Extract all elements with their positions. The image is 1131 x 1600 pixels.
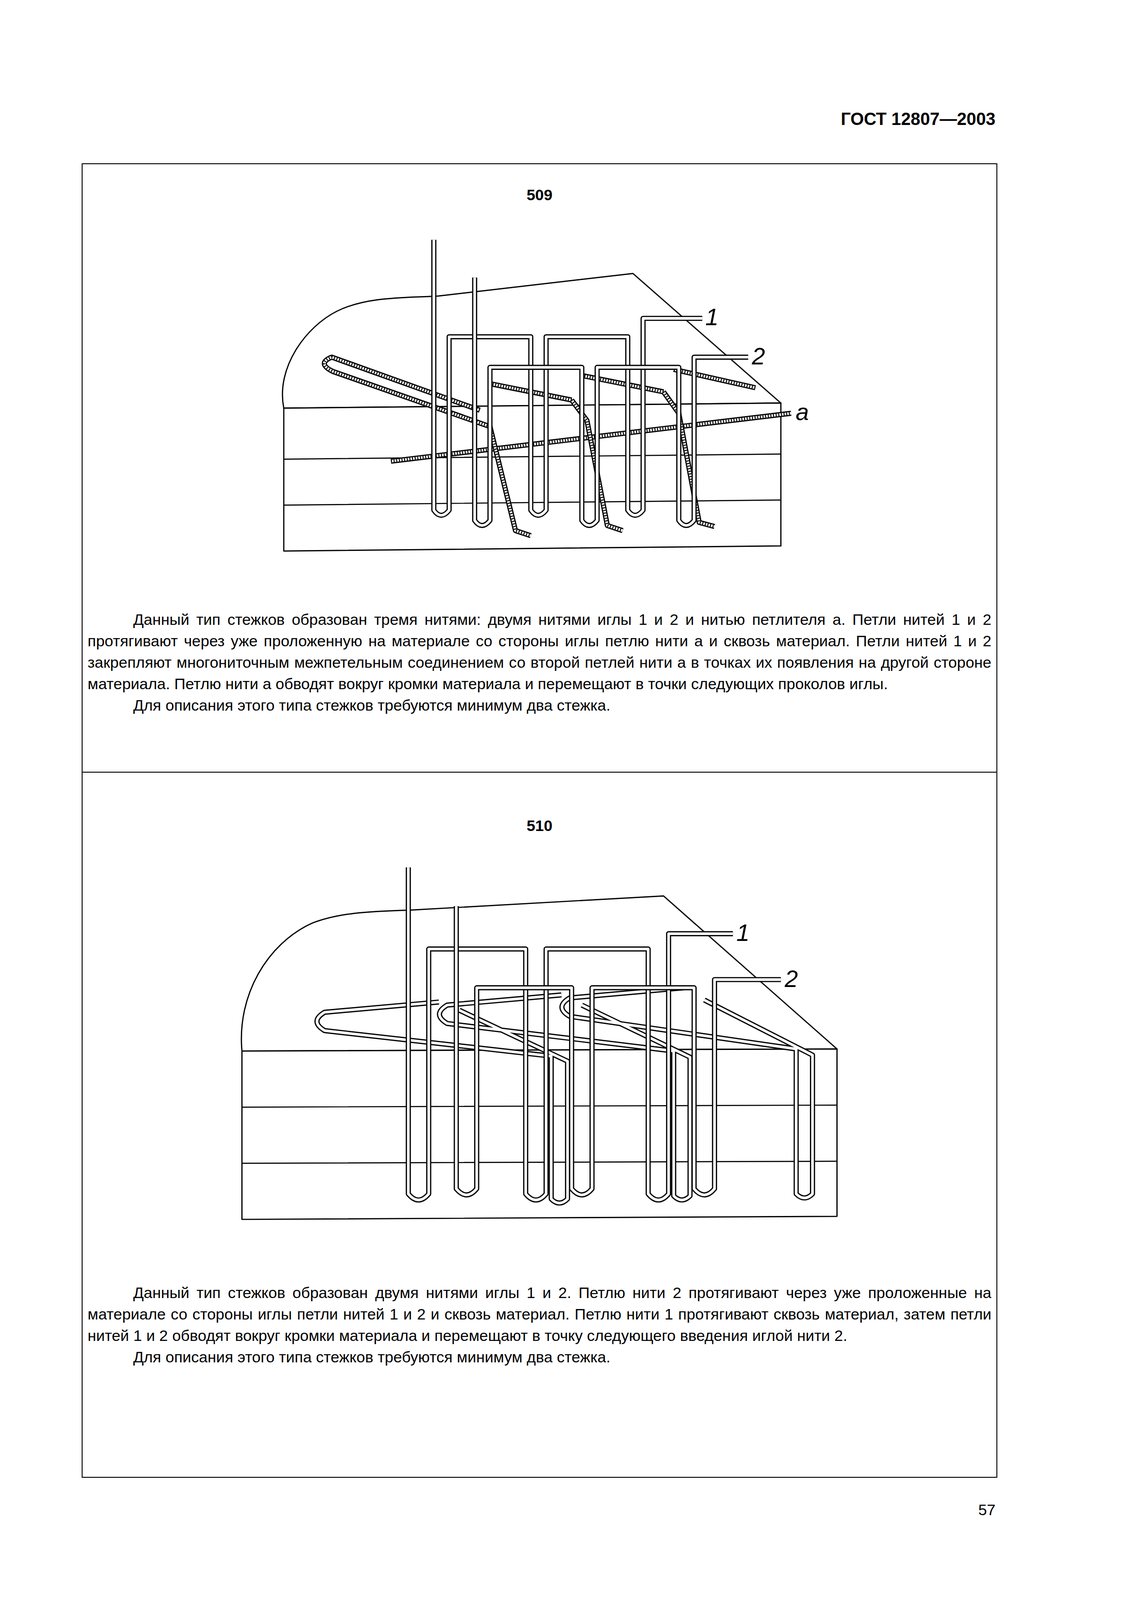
stitch-panel: 509Данный тип стежков образован тремя ни…: [81, 163, 998, 773]
stitch-type-number: 510: [82, 816, 997, 835]
callout-number: 1: [705, 302, 719, 332]
page-number: 57: [978, 1501, 996, 1520]
callout-number: 1: [736, 918, 750, 948]
description-paragraph: Данный тип стежков образован двумя нитям…: [87, 1282, 992, 1347]
description-paragraph: Для описания этого типа стежков требуютс…: [87, 694, 992, 717]
description: Данный тип стежков образован тремя нитям…: [87, 609, 992, 717]
stitch-panel: 510Данный тип стежков образован двумя ни…: [81, 771, 998, 1479]
description-paragraph: Для описания этого типа стежков требуютс…: [87, 1346, 992, 1369]
callout-number: 2: [751, 342, 766, 371]
callout-number: 2: [784, 964, 798, 994]
description: Данный тип стежков образован двумя нитям…: [87, 1282, 992, 1369]
callout-letter: a: [795, 397, 809, 427]
needle-threads-510: [317, 867, 813, 1204]
fabric-510: [241, 896, 838, 1220]
stitch-type-number: 509: [82, 185, 997, 204]
standard-number: ГОСТ 12807—2003: [840, 108, 996, 130]
looper-thread-509: [324, 357, 792, 537]
needle-threads-509: [433, 239, 749, 526]
description-paragraph: Данный тип стежков образован тремя нитям…: [87, 609, 992, 695]
